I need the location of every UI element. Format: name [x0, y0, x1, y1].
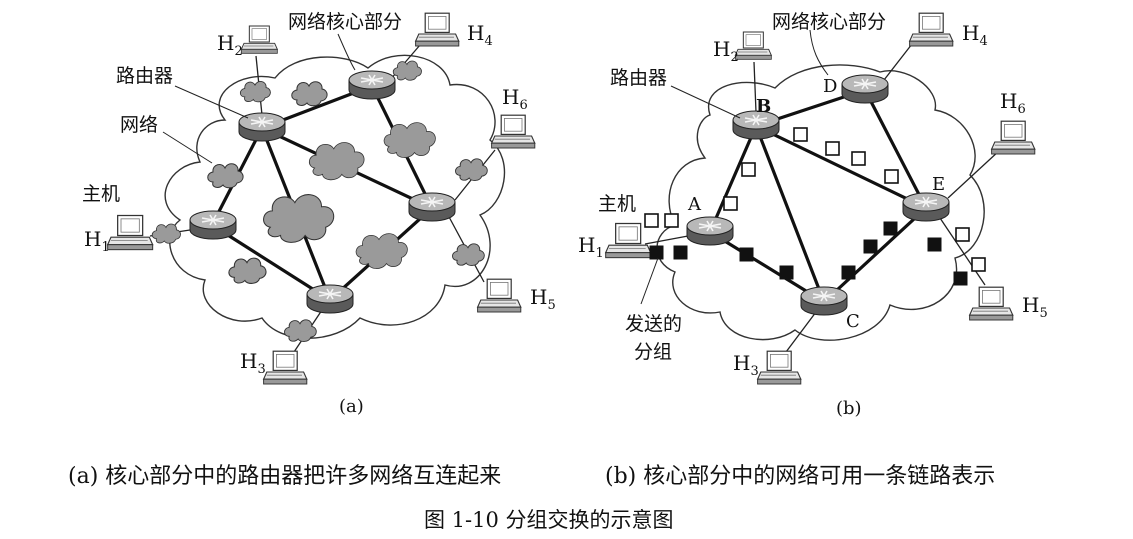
packet-hollow — [644, 213, 659, 228]
packets-filled — [649, 221, 968, 286]
caption-b: (b) 核心部分中的网络可用一条链路表示 — [605, 464, 996, 489]
node-label-d: D — [823, 76, 837, 97]
router-c — [800, 286, 848, 316]
host-h6-icon — [490, 114, 536, 149]
host-h2-icon — [240, 25, 278, 54]
host-label-h6: H6 — [1000, 89, 1026, 117]
host-h4-icon — [908, 12, 954, 47]
packet-filled — [927, 237, 942, 252]
host-label-h5: H5 — [530, 285, 556, 313]
packet-hollow — [955, 227, 970, 242]
router — [189, 210, 237, 240]
router-e — [902, 192, 950, 222]
host-h2-icon — [734, 31, 772, 60]
host-label-h2: H2 — [217, 31, 243, 59]
router-d — [841, 74, 889, 104]
subfigure-label-b: (b) — [836, 398, 862, 419]
node-label-c: C — [846, 311, 860, 332]
host-h3-icon — [262, 350, 308, 385]
router — [348, 70, 396, 100]
caption-a: (a) 核心部分中的路由器把许多网络互连起来 — [68, 464, 502, 489]
packet-filled — [779, 265, 794, 280]
node-label-a: A — [687, 194, 702, 215]
router-label-b: 路由器 — [610, 67, 667, 89]
packet-hollow — [851, 151, 866, 166]
router-label-a: 路由器 — [116, 65, 173, 87]
core-label-b: 网络核心部分 — [772, 11, 886, 33]
host-label-a: 主机 — [82, 183, 120, 205]
pointer-lines-b — [640, 29, 829, 305]
packet-filled — [953, 271, 968, 286]
core-label-a: 网络核心部分 — [288, 11, 402, 33]
host-h6-icon — [990, 120, 1036, 155]
send-label-line2: 分组 — [634, 341, 672, 363]
host-h4-icon — [414, 12, 460, 47]
packet-filled — [649, 245, 664, 260]
router-a — [686, 216, 734, 246]
host-h5-icon — [476, 278, 522, 313]
node-label-e: E — [932, 174, 945, 195]
packets-hollow — [644, 127, 986, 272]
host-label-h4: H4 — [962, 21, 988, 49]
packet-filled — [863, 239, 878, 254]
host-label-h1: H1 — [84, 227, 110, 255]
host-h5-icon — [968, 286, 1014, 321]
router — [408, 192, 456, 222]
pointer-lines-a — [162, 33, 356, 164]
host-label-h5: H5 — [1022, 293, 1048, 321]
host-h1-icon — [605, 222, 652, 259]
host-h3-icon — [756, 350, 802, 385]
panel-a: 网络核心部分 路由器 网络 主机 H1 H2 H3 H4 H5 H6 (a) — [82, 11, 556, 417]
packet-filled — [841, 265, 856, 280]
host-label-b: 主机 — [598, 193, 636, 215]
packet-hollow — [971, 257, 986, 272]
packet-hollow — [664, 213, 679, 228]
host-label-h2: H2 — [713, 37, 739, 65]
host-label-h4: H4 — [467, 21, 493, 49]
figure-caption: 图 1-10 分组交换的示意图 — [424, 508, 674, 532]
host-label-h1: H1 — [578, 233, 604, 261]
packet-hollow — [793, 127, 808, 142]
host-h1-icon — [107, 214, 154, 251]
packet-hollow — [741, 162, 756, 177]
node-label-b: B — [756, 96, 771, 117]
host-label-h3: H3 — [240, 349, 266, 377]
links-b — [708, 88, 928, 304]
host-links-b — [644, 43, 1001, 353]
host-label-h6: H6 — [502, 85, 528, 113]
panel-b: 网络核心部分 路由器 主机 发送的 分组 A B C D E H1 H2 H3 … — [578, 11, 1048, 419]
network-label-a: 网络 — [120, 114, 158, 136]
send-label-line1: 发送的 — [625, 313, 682, 335]
packet-hollow — [825, 141, 840, 156]
host-label-h3: H3 — [733, 351, 759, 379]
packet-filled — [673, 245, 688, 260]
packet-filled — [739, 247, 754, 262]
packet-filled — [883, 221, 898, 236]
subfigure-label-a: (a) — [339, 396, 364, 417]
packet-hollow — [723, 196, 738, 211]
router — [306, 284, 354, 314]
packet-hollow — [884, 169, 899, 184]
